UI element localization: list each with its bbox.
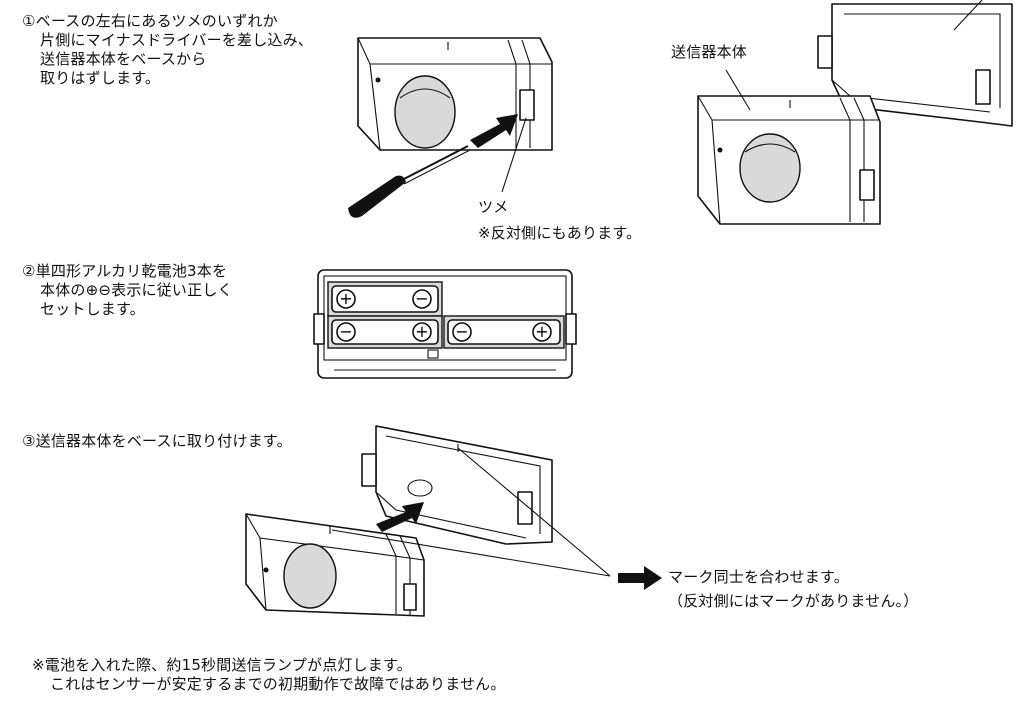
note-line-1: ※電池を入れた際、約15秒間送信ランプが点灯します。 (32, 656, 412, 674)
step1-instruction: ①ベースの左右にあるツメのいずれか 片側にマイナスドライバーを差し込み、 送信器… (22, 12, 313, 88)
mark-line-1: マーク同士を合わせます。 (668, 568, 849, 586)
svg-text:−: − (455, 322, 468, 341)
insert-arrow-icon (470, 114, 518, 148)
svg-text:−: − (339, 322, 352, 341)
step2-instruction: ②単四形アルカリ乾電池3本を 本体の⊕⊖表示に従い正しく セットします。 (22, 262, 233, 319)
step2-line-2: 本体の⊕⊖表示に従い正しく (40, 281, 233, 299)
step1-line-4: 取りはずします。 (40, 69, 161, 87)
screwdriver-icon (348, 145, 471, 218)
svg-text:+: + (535, 322, 548, 341)
separated-unit-figure (697, 0, 1013, 225)
mark-instruction: マーク同士を合わせます。 （反対側にはマークがありません。） (668, 568, 918, 611)
step3-instruction: ③送信器本体をベースに取り付けます。 (22, 432, 292, 450)
note-line-2: これはセンサーが安定するまでの初期動作で故障ではありません。 (50, 675, 506, 693)
step2-line-3: セットします。 (40, 300, 145, 318)
svg-text:+: + (415, 322, 428, 341)
battery-icon: + − (327, 281, 443, 317)
battery-icon: − + (327, 315, 443, 349)
step1-line-1: ①ベースの左右にあるツメのいずれか (22, 12, 278, 30)
body-label: 送信器本体 (671, 43, 748, 61)
battery-note: ※電池を入れた際、約15秒間送信ランプが点灯します。 これはセンサーが安定するま… (32, 656, 506, 694)
mark-line-2: （反対側にはマークがありません。） (668, 592, 919, 610)
step1-figure (348, 37, 553, 218)
svg-text:+: + (339, 289, 352, 308)
step3-figure (245, 425, 611, 617)
arrow-right-icon (618, 566, 662, 590)
battery-compartment-figure: + − − + − + (313, 269, 577, 379)
battery-icon: − + (443, 315, 565, 349)
step1-line-3: 送信器本体をベースから (40, 50, 207, 68)
step2-line-1: ②単四形アルカリ乾電池3本を (22, 262, 228, 280)
insert-arrow-icon (376, 502, 424, 532)
svg-text:−: − (415, 289, 428, 308)
step1-line-2: 片側にマイナスドライバーを差し込み、 (40, 31, 314, 49)
claw-note: ※反対側にもあります。 (478, 224, 642, 242)
claw-label: ツメ (478, 198, 509, 216)
